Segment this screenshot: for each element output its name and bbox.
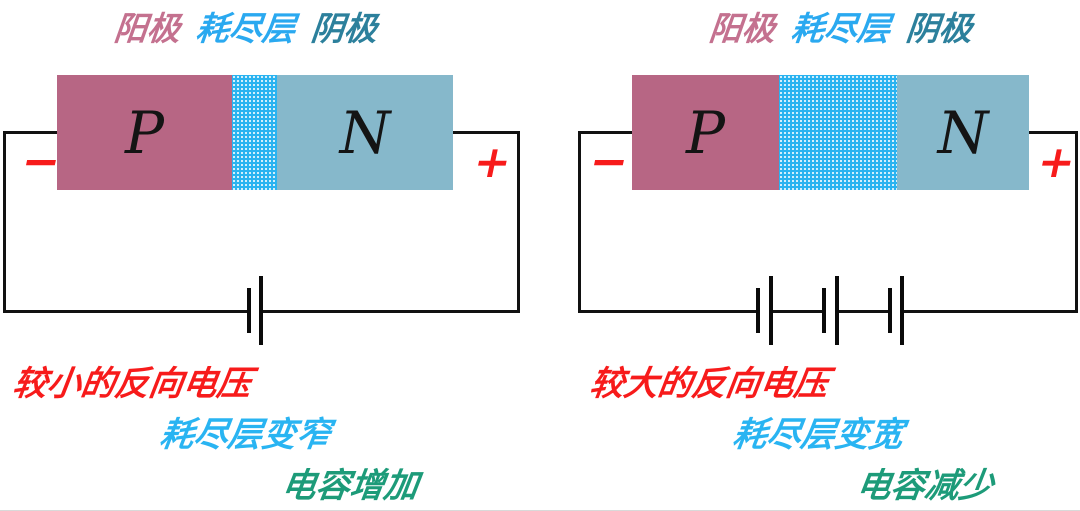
right-anode-label: 阳极 [707, 9, 778, 48]
right-p-region: P [632, 75, 779, 190]
left-top-labels: 阳极 耗尽层 阴极 [83, 2, 408, 50]
right-caption-capacitance: 电容减少 [854, 466, 996, 506]
right-cathode-label: 阴极 [904, 9, 975, 48]
left-caption-capacitance: 电容增加 [279, 466, 421, 506]
battery-short-plate-icon [247, 288, 251, 333]
battery-short-plate-icon [888, 288, 892, 333]
left-n-letter: N [339, 98, 391, 167]
battery-short-plate-icon [822, 288, 826, 333]
right-wire-vertical-right [1075, 131, 1078, 313]
right-depletion-region [779, 75, 897, 190]
right-wire-top-left [578, 131, 632, 134]
left-cathode-label: 阴极 [309, 9, 380, 48]
battery-long-plate-icon [900, 276, 904, 345]
left-depletion-label: 耗尽层 [194, 9, 298, 48]
left-caption-voltage: 较小的反向电压 [10, 364, 254, 404]
right-minus-sign: − [584, 134, 635, 188]
right-n-letter: N [937, 98, 989, 167]
right-caption-voltage: 较大的反向电压 [587, 364, 831, 404]
right-depletion-label: 耗尽层 [789, 9, 893, 48]
left-wire-top-left [3, 131, 57, 134]
left-plus-sign: + [468, 137, 517, 188]
left-wire-top-right [453, 131, 520, 134]
left-pn-device: P N [57, 75, 453, 190]
right-wire-bottom-3 [839, 310, 888, 313]
battery-long-plate-icon [259, 276, 263, 345]
right-wire-bottom-1 [578, 310, 756, 313]
right-plus-sign: + [1032, 137, 1080, 188]
left-p-letter: P [124, 98, 165, 167]
battery-long-plate-icon [769, 276, 773, 345]
right-caption-depletion: 耗尽层变宽 [730, 415, 906, 455]
right-n-region: N [897, 75, 1029, 190]
left-anode-label: 阳极 [112, 9, 183, 48]
left-depletion-region [232, 75, 277, 190]
left-wire-vertical-left [3, 131, 6, 313]
right-wire-bottom-2 [773, 310, 822, 313]
right-wire-bottom-4 [904, 310, 1078, 313]
left-p-region: P [57, 75, 232, 190]
right-wire-vertical-left [578, 131, 581, 313]
right-wire-top-right [1029, 131, 1078, 134]
battery-short-plate-icon [756, 288, 760, 333]
right-top-labels: 阳极 耗尽层 阴极 [678, 2, 1003, 50]
right-pn-device: P N [632, 75, 1029, 190]
left-wire-vertical-right [517, 131, 520, 313]
left-wire-bottom-1 [3, 310, 247, 313]
left-caption-depletion: 耗尽层变窄 [157, 415, 333, 455]
left-n-region: N [277, 75, 453, 190]
battery-long-plate-icon [835, 276, 839, 345]
left-wire-bottom-2 [263, 310, 520, 313]
right-p-letter: P [685, 98, 726, 167]
